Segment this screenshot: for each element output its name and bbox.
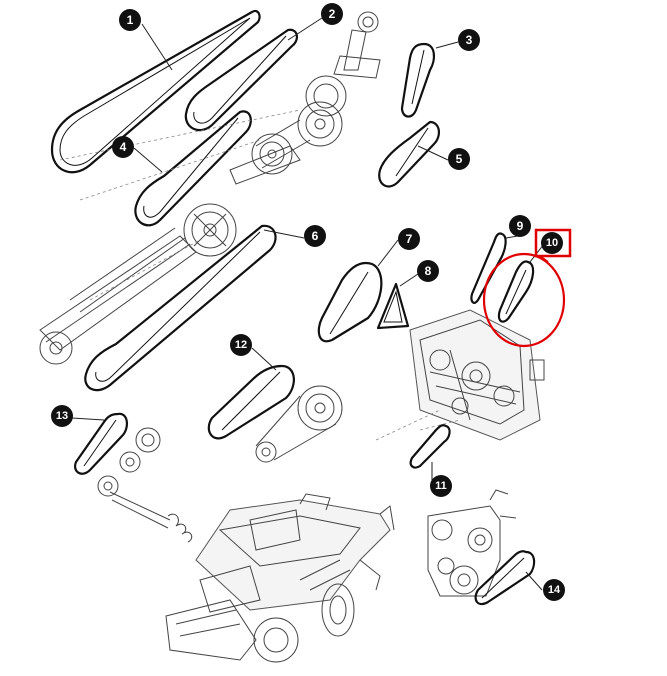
belt-12-drive [255, 385, 343, 463]
label-part-14[interactable]: 14 [543, 579, 565, 601]
svg-text:1: 1 [127, 13, 134, 27]
label-part-5[interactable]: 5 [448, 148, 470, 170]
svg-text:6: 6 [312, 229, 319, 243]
svg-text:11: 11 [435, 480, 447, 492]
label-part-7[interactable]: 7 [398, 228, 420, 250]
svg-text:3: 3 [466, 33, 473, 47]
belt-12[interactable] [207, 364, 295, 440]
svg-text:5: 5 [456, 152, 463, 166]
svg-text:9: 9 [517, 219, 524, 233]
lower-right-drive [427, 489, 517, 597]
belt-3[interactable] [400, 42, 436, 118]
label-part-3[interactable]: 3 [458, 29, 480, 51]
belt-10[interactable] [497, 260, 535, 323]
svg-text:8: 8 [425, 264, 432, 278]
svg-text:10: 10 [546, 237, 558, 249]
upper-drive-assembly [39, 11, 381, 365]
belt-14[interactable] [474, 550, 536, 606]
belt-9[interactable] [470, 232, 507, 304]
svg-text:14: 14 [548, 584, 561, 596]
belt-7[interactable] [317, 261, 383, 343]
belt-13[interactable] [74, 412, 128, 475]
label-part-13[interactable]: 13 [51, 405, 73, 427]
belt-11[interactable] [409, 424, 451, 469]
belt-6[interactable] [84, 224, 277, 392]
belt-8[interactable] [376, 282, 410, 330]
label-part-9[interactable]: 9 [509, 215, 531, 237]
belt-2[interactable] [184, 28, 298, 132]
svg-text:13: 13 [56, 410, 68, 422]
belt-4[interactable] [134, 110, 252, 227]
label-part-2[interactable]: 2 [321, 3, 343, 25]
highlight-part-10 [482, 228, 572, 348]
svg-text:4: 4 [120, 140, 127, 154]
belt-13-drive-auger [97, 427, 193, 543]
part-labels: 1 2 3 4 5 6 7 8 9 10 11 12 13 14 [51, 3, 565, 601]
label-part-11[interactable]: 11 [430, 475, 452, 497]
leader-lines [71, 17, 545, 591]
svg-text:2: 2 [329, 7, 336, 21]
label-part-10[interactable]: 10 [541, 232, 563, 254]
label-part-6[interactable]: 6 [304, 225, 326, 247]
svg-text:12: 12 [235, 339, 247, 351]
label-part-12[interactable]: 12 [230, 334, 252, 356]
label-part-4[interactable]: 4 [112, 136, 134, 158]
engine-assembly [375, 309, 545, 441]
label-part-1[interactable]: 1 [119, 9, 141, 31]
svg-text:7: 7 [406, 232, 413, 246]
label-part-8[interactable]: 8 [417, 260, 439, 282]
belt-1[interactable] [50, 9, 261, 174]
belt-5[interactable] [378, 120, 440, 188]
combine-harvester [165, 493, 395, 663]
